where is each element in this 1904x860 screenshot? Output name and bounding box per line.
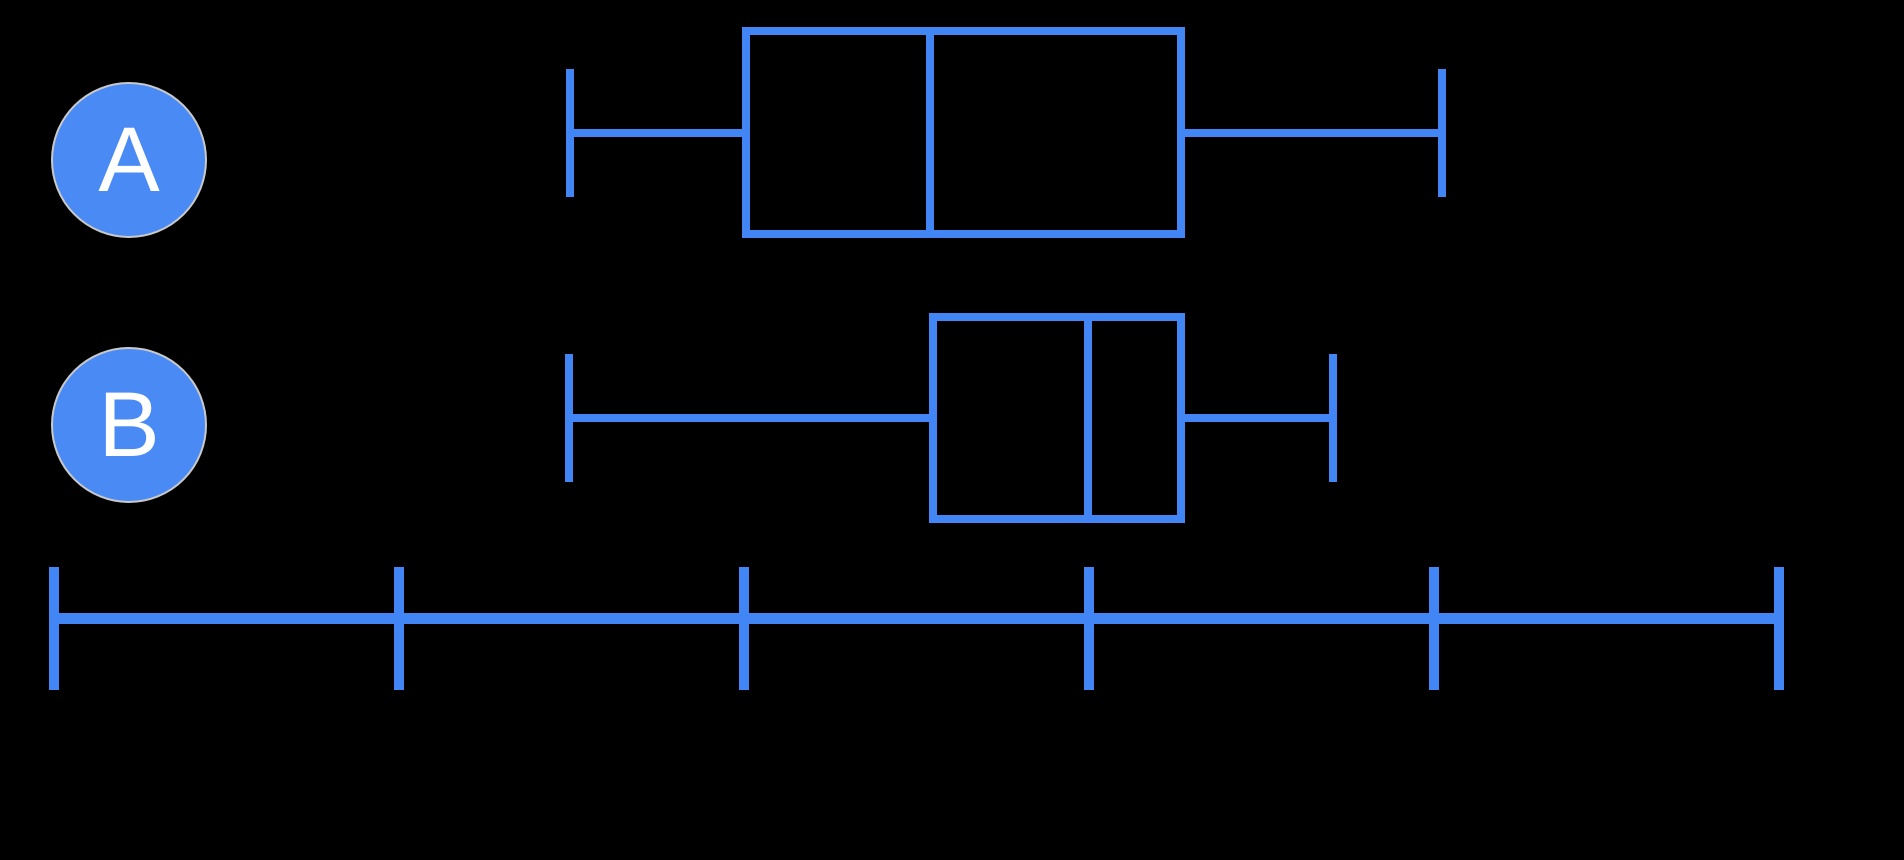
x-axis-tick-4 — [1429, 567, 1439, 690]
boxplot-b-whisker-right-cap — [1329, 354, 1337, 482]
boxplot-b-whisker-left-cap — [565, 354, 573, 482]
boxplot-b-whisker-left-line — [569, 414, 929, 422]
boxplot-a-whisker-right-cap — [1438, 69, 1446, 197]
boxplot-a-box — [742, 27, 1185, 238]
boxplot-a-whisker-left-cap — [566, 69, 574, 197]
boxplot-b-whisker-right-line — [1185, 414, 1333, 422]
x-axis-tick-3 — [1084, 567, 1094, 690]
row-label-a-text: A — [98, 109, 160, 211]
x-axis-tick-2 — [739, 567, 749, 690]
x-axis-tick-0 — [49, 567, 59, 690]
x-axis-tick-1 — [394, 567, 404, 690]
x-axis-line — [49, 612, 1784, 624]
row-label-circle-a: A — [51, 82, 207, 238]
boxplot-b-median-line — [1084, 313, 1092, 523]
boxplot-a-whisker-left-line — [570, 129, 742, 137]
row-label-circle-b: B — [51, 347, 207, 503]
boxplot-a-median-line — [926, 27, 934, 238]
boxplot-a-whisker-right-line — [1185, 129, 1442, 137]
x-axis-tick-5 — [1774, 567, 1784, 690]
boxplot-b-box — [929, 313, 1185, 523]
row-label-b-text: B — [98, 374, 160, 476]
